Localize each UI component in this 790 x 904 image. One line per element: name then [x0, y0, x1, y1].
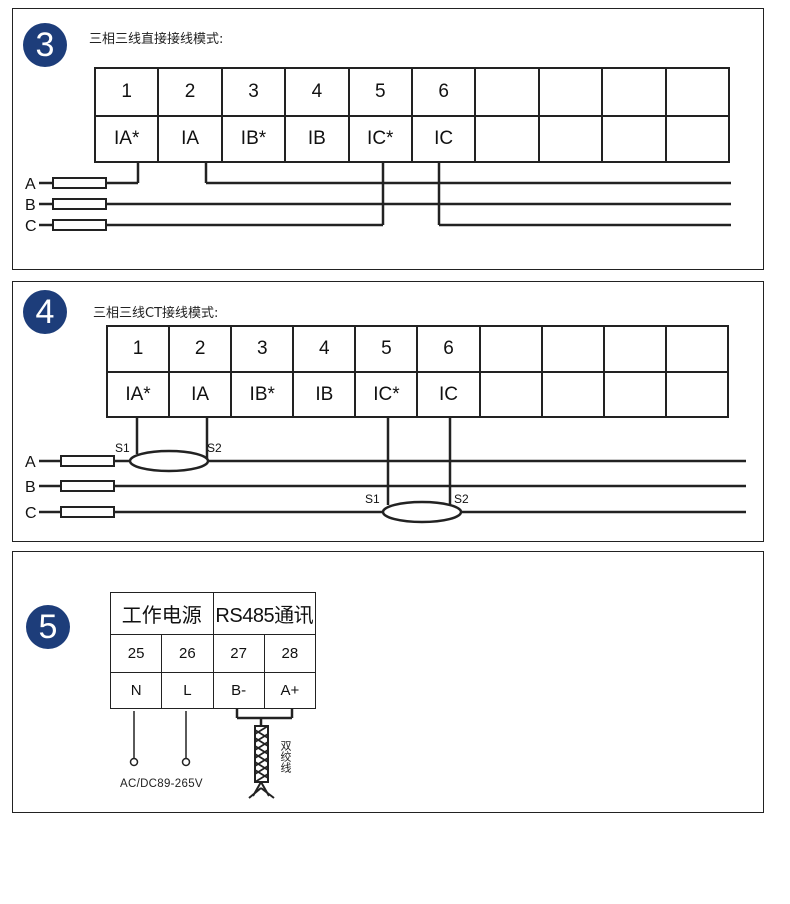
wiring-diagram-5: AC/DC89-265V 双绞线 [120, 708, 294, 799]
terminal-label [664, 115, 731, 163]
terminal-number [537, 67, 604, 117]
terminal-label: N [109, 672, 163, 709]
terminal-number: 3 [230, 325, 295, 373]
terminal-label: IC* [347, 115, 413, 163]
terminal-number [664, 67, 731, 117]
panel-power-comm: 5 工作电源 RS485通讯 25 26 27 28 N L B- A+ [12, 551, 764, 813]
terminal-number [478, 325, 543, 373]
terminal-number: 6 [416, 325, 481, 373]
phase-a-label: A [25, 176, 36, 193]
terminal-label [537, 115, 604, 163]
power-comm-table: 工作电源 RS485通讯 25 26 27 28 N L B- A+ [109, 592, 317, 709]
terminal-number: 3 [220, 67, 287, 117]
ct-a-s2-label: S2 [207, 441, 222, 455]
terminal-label [478, 371, 543, 418]
terminal-label [474, 115, 540, 163]
terminal-label: IB [292, 371, 357, 418]
terminal-label: IC [416, 371, 481, 418]
panel-4-title: 三相三线CT接线模式: [93, 306, 219, 321]
terminal-label [601, 115, 667, 163]
voltage-label: AC/DC89-265V [120, 778, 203, 790]
panel-3-title: 三相三线直接接线模式: [89, 32, 224, 47]
twisted-pair-label: 双绞线 [279, 740, 292, 773]
phase-b-label: B [25, 197, 36, 214]
ct-a-s1-label: S1 [115, 441, 130, 455]
terminal-label: IB* [230, 371, 295, 418]
terminal-number [602, 325, 667, 373]
wiring-diagram-3: A B C [25, 161, 731, 235]
terminal-number: 5 [354, 325, 419, 373]
phase-a-label: A [25, 454, 36, 471]
step-3-badge: 3 [23, 23, 67, 67]
terminal-label [664, 371, 730, 418]
terminal-number: 4 [292, 325, 357, 373]
terminal-number: 28 [263, 634, 317, 673]
step-5-badge: 5 [26, 605, 70, 649]
terminal-number: 4 [284, 67, 350, 117]
terminal-label: IB* [220, 115, 287, 163]
terminal-number: 2 [168, 325, 233, 373]
terminal-label: IA [168, 371, 233, 418]
power-header: 工作电源 [110, 592, 214, 635]
terminal-label [602, 371, 667, 418]
comm-header: RS485通讯 [212, 592, 316, 635]
terminal-label: B- [212, 672, 265, 709]
terminal-label: IC [410, 115, 477, 163]
phase-b-label: B [25, 479, 36, 496]
terminal-number [601, 67, 667, 117]
terminal-number: 5 [347, 67, 413, 117]
terminal-number [664, 325, 730, 373]
step-4-badge: 4 [23, 290, 67, 334]
terminal-number: 2 [157, 67, 223, 117]
phase-c-label: C [25, 505, 37, 522]
terminal-label: IA* [105, 371, 171, 418]
terminal-label [540, 371, 605, 418]
terminal-table-4: 1 2 3 4 5 6 IA* IA IB* IB IC* IC [105, 325, 730, 418]
terminal-label: IC* [354, 371, 419, 418]
terminal-label: IA* [93, 115, 160, 163]
terminal-number [474, 67, 540, 117]
ct-c-s2-label: S2 [454, 492, 469, 506]
panel-ct-wiring: 4 三相三线CT接线模式: 1 2 3 4 5 6 IA* IA IB* IB … [12, 281, 764, 542]
terminal-number: 1 [93, 67, 160, 117]
terminal-label: IA [157, 115, 223, 163]
terminal-table-3: 1 2 3 4 5 6 IA* IA IB* IB IC* IC [93, 67, 731, 163]
ct-c-s1-label: S1 [365, 492, 380, 506]
terminal-label: A+ [263, 672, 317, 709]
wiring-diagram-4: A B C S1 S2 S1 S2 [25, 418, 746, 524]
terminal-number: 25 [109, 634, 163, 673]
phase-c-label: C [25, 218, 37, 235]
panel-direct-wiring: 3 三相三线直接接线模式: 1 2 3 4 5 6 IA* IA IB* IB … [12, 8, 764, 270]
terminal-number: 1 [105, 325, 171, 373]
terminal-label: IB [284, 115, 350, 163]
terminal-number: 6 [410, 67, 477, 117]
terminal-number [540, 325, 605, 373]
terminal-number: 26 [161, 634, 214, 673]
